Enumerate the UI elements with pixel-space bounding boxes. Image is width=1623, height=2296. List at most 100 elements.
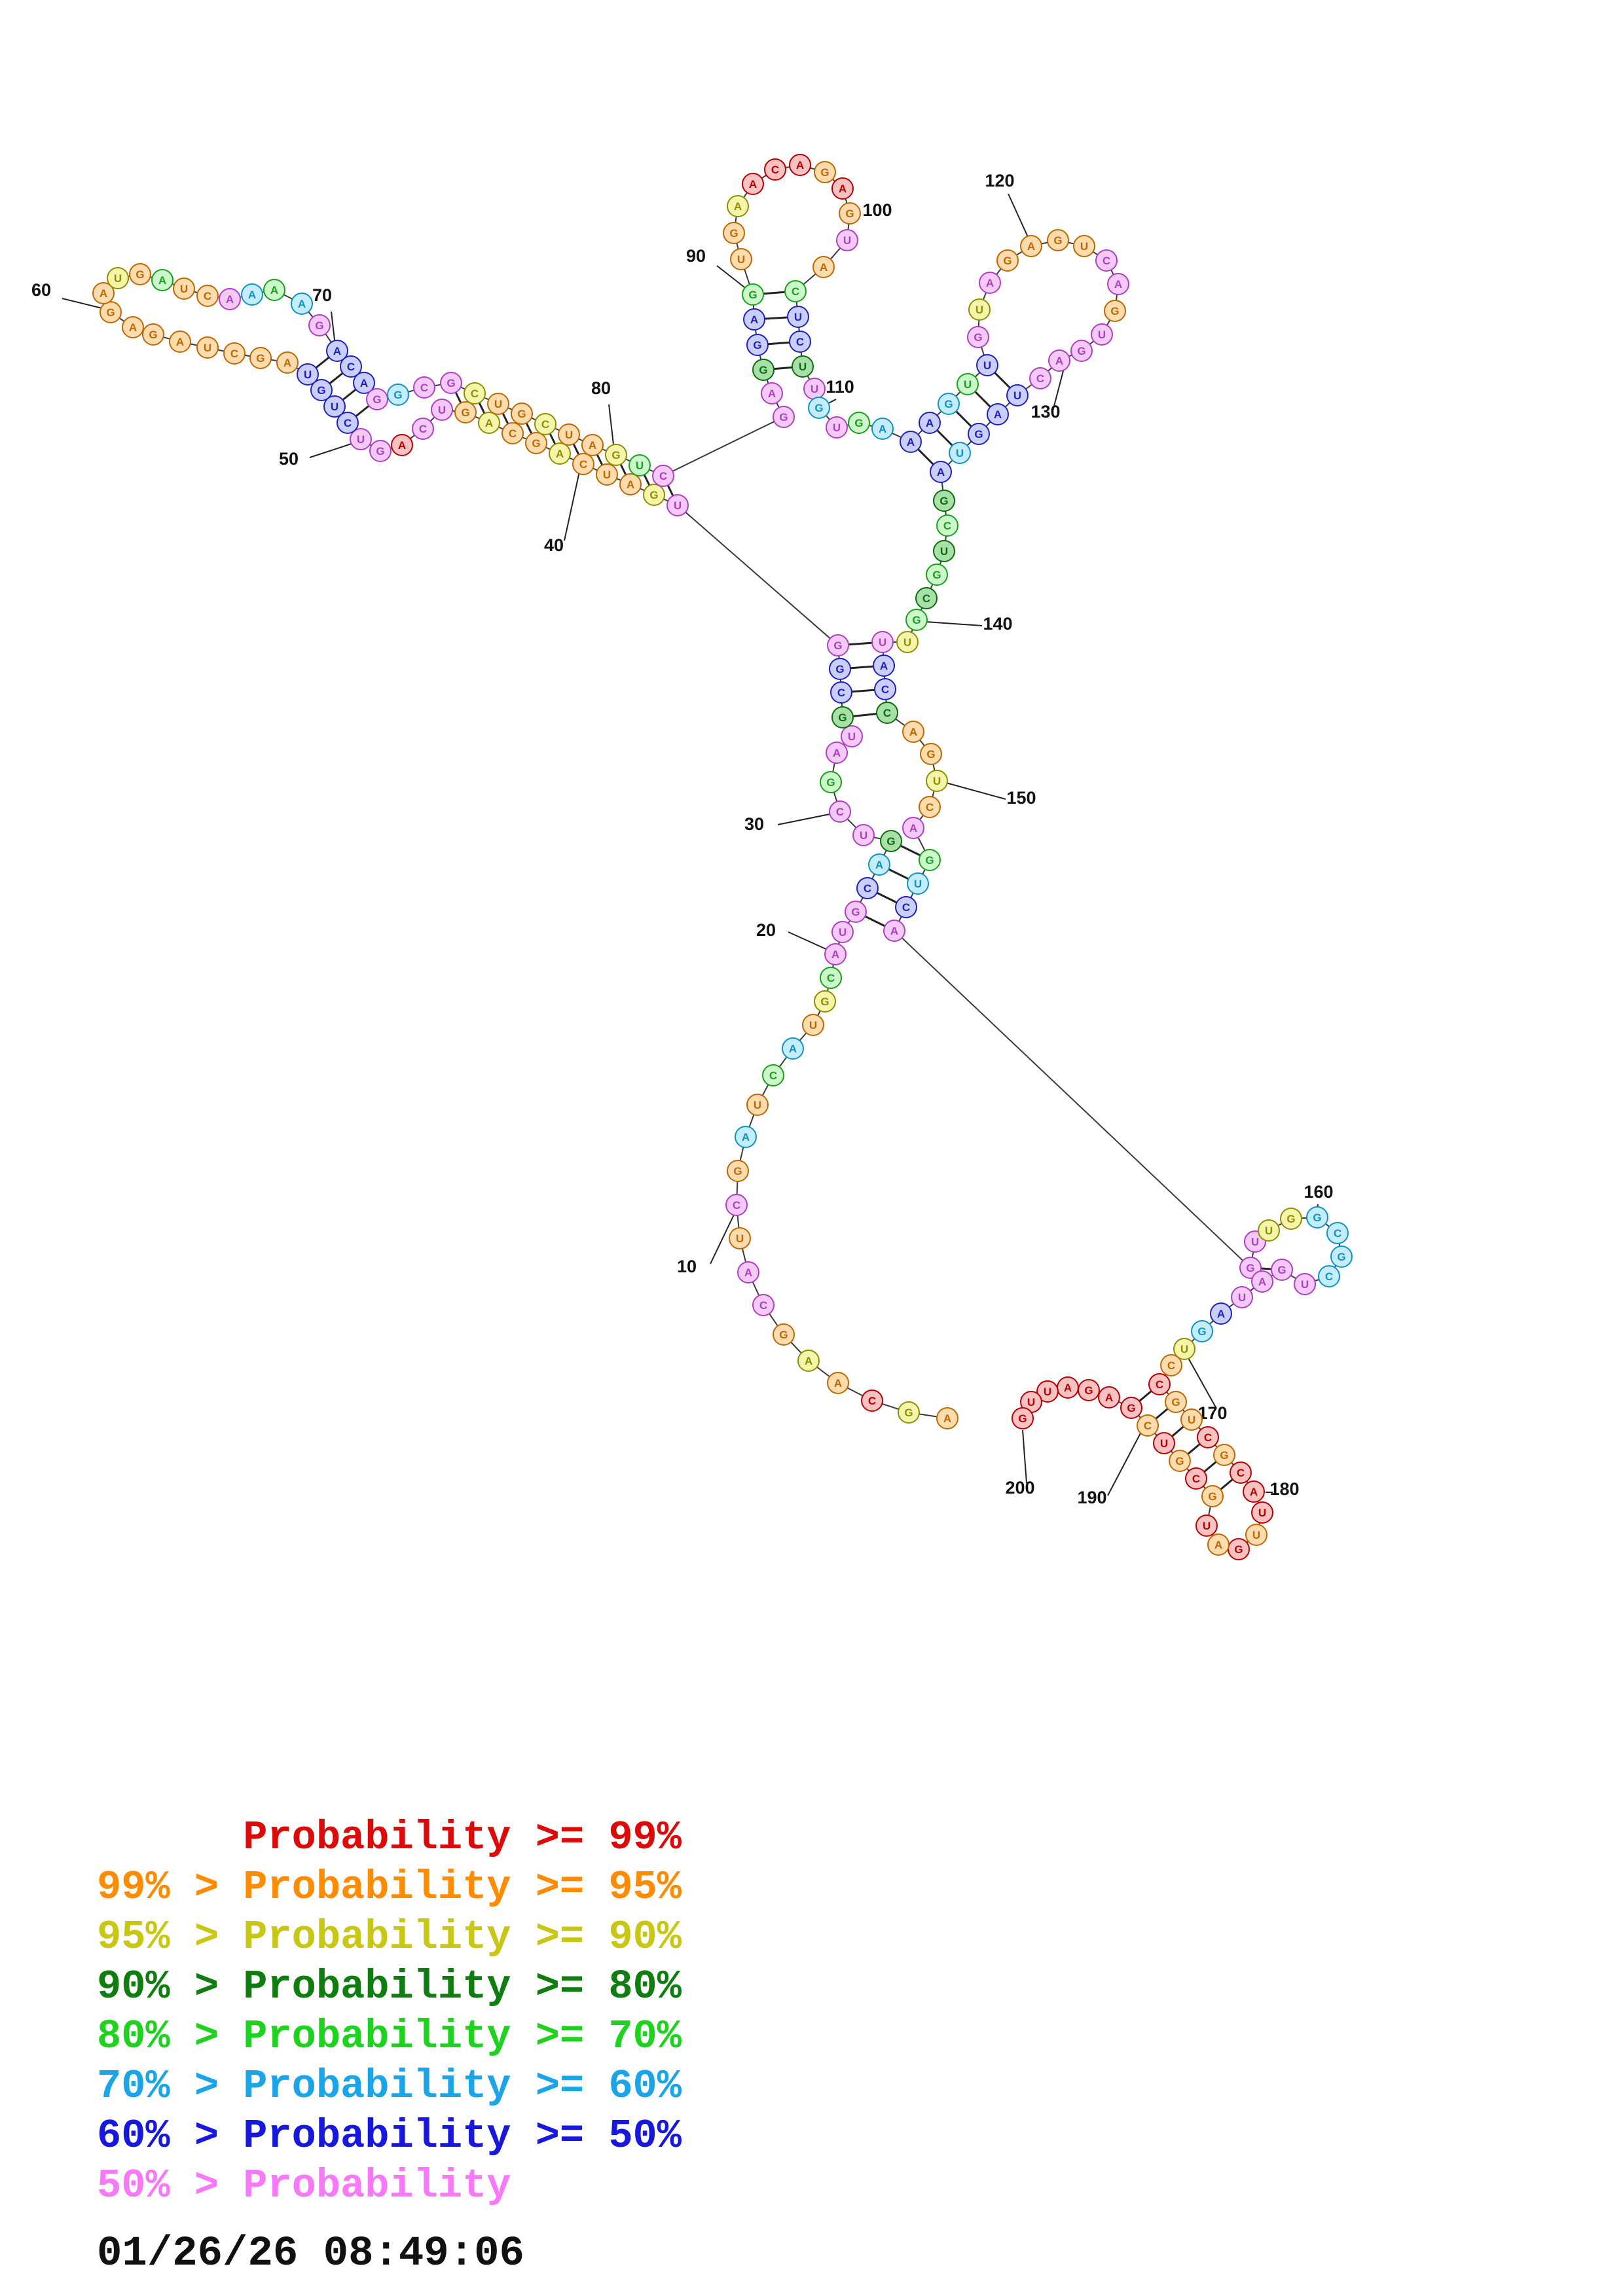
nucleotide-letter: A <box>879 423 886 435</box>
nucleotide-node <box>1165 1391 1187 1413</box>
nucleotide-node <box>1104 300 1126 322</box>
nucleotide-node <box>1029 367 1051 389</box>
nucleotide-letter: C <box>836 806 844 818</box>
nucleotide-node <box>1091 323 1113 346</box>
nucleotide-letter: C <box>420 382 428 394</box>
nucleotide-node <box>729 1227 751 1249</box>
nucleotide-letter: G <box>926 748 935 761</box>
nucleotide-letter: C <box>471 387 479 400</box>
nucleotide-node <box>735 1126 757 1148</box>
nucleotide-letter: G <box>1277 1264 1286 1276</box>
nucleotide-node <box>829 800 851 823</box>
nucleotide-letter: G <box>974 428 983 440</box>
nucleotide-node <box>1148 1373 1171 1395</box>
nucleotide-letter: G <box>1286 1213 1295 1225</box>
nucleotide-letter: A <box>1258 1276 1266 1288</box>
nucleotide-letter: A <box>1055 355 1063 367</box>
nucleotide-node <box>871 418 894 440</box>
nucleotide-node <box>936 514 958 537</box>
nucleotide-letter: C <box>943 520 951 532</box>
nucleotide-node <box>122 316 144 338</box>
nucleotide-letter: A <box>129 321 137 334</box>
nucleotide-node <box>831 177 854 200</box>
nucleotide-letter: C <box>796 336 804 348</box>
nucleotide-letter: C <box>769 1069 777 1082</box>
nucleotide-node <box>511 403 533 425</box>
nucleotide-letter: U <box>940 545 948 558</box>
nucleotide-letter: U <box>736 1232 744 1245</box>
nucleotide-node <box>1231 1286 1253 1308</box>
nucleotide-letter: A <box>556 448 564 460</box>
nucleotide-letter: U <box>331 401 338 413</box>
nucleotide-node <box>730 248 752 270</box>
nucleotide-node <box>431 399 453 421</box>
nucleotide-letter: C <box>541 418 549 431</box>
nucleotide-node <box>413 376 435 399</box>
nucleotide-letter: A <box>1027 240 1035 253</box>
nucleotide-letter: G <box>373 393 381 406</box>
nucleotide-node <box>412 418 434 440</box>
nucleotide-letter: C <box>759 1299 767 1312</box>
nucleotide-node <box>1197 1426 1219 1448</box>
nucleotide-node <box>926 770 948 792</box>
nucleotide-letter: A <box>926 417 934 429</box>
nucleotide-letter: G <box>136 268 144 281</box>
nucleotide-node <box>652 465 674 487</box>
nucleotide-node <box>263 279 285 301</box>
nucleotide-node <box>789 154 811 176</box>
nucleotide-letter: G <box>939 495 948 507</box>
nucleotide-letter: U <box>1044 1386 1051 1398</box>
nucleotide-node <box>895 896 917 918</box>
nucleotide-letter: U <box>860 829 867 842</box>
nucleotide-node <box>369 440 392 462</box>
nucleotide-node <box>1245 1524 1267 1546</box>
nucleotide-letter: G <box>820 996 829 1008</box>
nucleotide-node <box>1271 1259 1293 1281</box>
nucleotide-letter: C <box>837 687 845 699</box>
nucleotide-letter: U <box>839 926 847 939</box>
nucleotide-letter: U <box>1265 1225 1273 1237</box>
nucleotide-letter: C <box>1334 1227 1341 1240</box>
nucleotide-letter: G <box>393 389 402 401</box>
nucleotide-node <box>487 393 509 415</box>
nucleotide-letter: G <box>1197 1325 1206 1338</box>
nucleotide-node <box>856 877 879 899</box>
nucleotide-letter: A <box>1214 1539 1222 1551</box>
nucleotide-node <box>824 943 847 965</box>
nucleotide-letter: C <box>1237 1467 1245 1479</box>
nucleotide-node <box>742 173 764 195</box>
nucleotide-letter: C <box>792 285 799 298</box>
nucleotide-node <box>831 921 854 943</box>
nucleotide-node <box>967 326 989 348</box>
nucleotide-letter: G <box>814 402 823 414</box>
nucleotide-node <box>1160 1354 1182 1376</box>
nucleotide-node <box>391 434 413 456</box>
position-label: 110 <box>826 377 854 397</box>
nucleotide-node <box>501 422 524 444</box>
nucleotide-letter: G <box>1127 1402 1135 1414</box>
nucleotide-node <box>987 403 1009 425</box>
nucleotide-node <box>1012 1407 1034 1429</box>
nucleotide-letter: U <box>1238 1291 1246 1304</box>
nucleotide-letter: U <box>357 433 365 446</box>
position-label-leader <box>777 813 833 825</box>
nucleotide-letter: C <box>1036 372 1044 385</box>
nucleotide-letter: A <box>994 408 1002 421</box>
position-label-leader <box>608 404 615 451</box>
nucleotide-letter: G <box>1234 1543 1243 1556</box>
nucleotide-letter: G <box>826 776 835 789</box>
nucleotide-letter: A <box>1114 278 1122 291</box>
nucleotide-node <box>812 256 835 278</box>
nucleotide-letter: A <box>176 336 184 348</box>
nucleotide-node <box>907 872 929 895</box>
nucleotide-node <box>727 195 749 217</box>
nucleotide-node <box>1280 1208 1302 1230</box>
nucleotide-node <box>1243 1480 1265 1503</box>
nucleotide-node <box>852 824 875 846</box>
nucleotide-node <box>820 771 842 793</box>
position-label: 20 <box>756 920 776 940</box>
nucleotide-letter: A <box>937 466 945 478</box>
nucleotide-letter: A <box>890 925 898 937</box>
nucleotide-letter: C <box>1192 1473 1200 1485</box>
nucleotide-node <box>464 382 486 404</box>
